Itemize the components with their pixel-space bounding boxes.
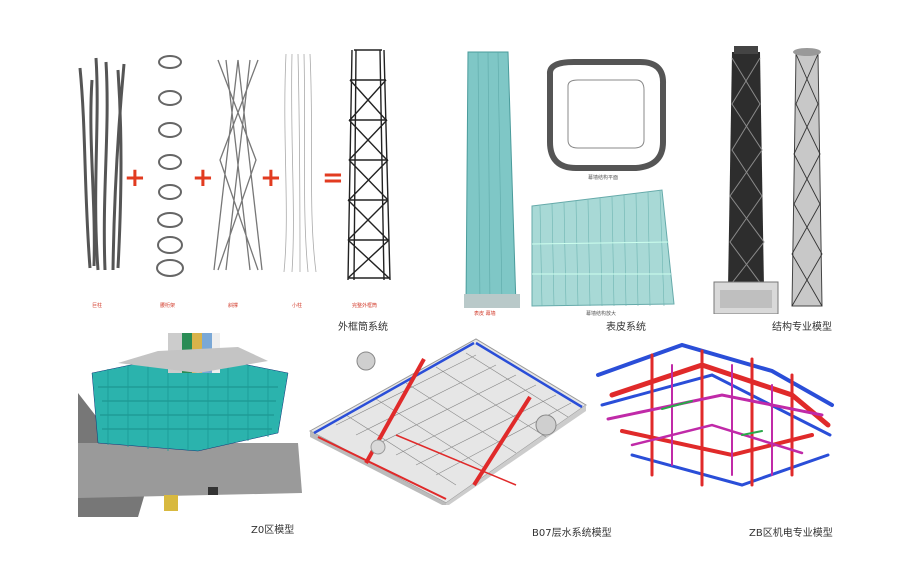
caption-b07-model: B07层水系统模型 — [532, 528, 612, 539]
caption-zb-model: ZB区机电专业模型 — [749, 528, 833, 539]
outer-frame-diagram — [78, 49, 391, 281]
label-mega-columns: 巨柱 — [92, 303, 103, 309]
equals-operator: = — [322, 163, 344, 193]
zb-mep-model — [596, 342, 834, 487]
caption-skin-system: 表皮系统 — [606, 322, 646, 333]
plus-operator-2: + — [192, 163, 214, 193]
b07-water-system-model — [308, 338, 587, 507]
zb-panel — [592, 335, 838, 493]
label-skin-curtain: 表皮 幕墙 — [474, 311, 496, 317]
complete-frame-illustration — [347, 49, 391, 281]
z0-model — [78, 333, 302, 517]
label-skin-plan: 幕墙结构平面 — [588, 175, 619, 181]
small-columns-illustration — [283, 53, 317, 273]
caption-structure: 结构专业模型 — [772, 322, 832, 333]
label-complete-frame: 完整外框筒 — [352, 303, 378, 309]
outer-frame-panel: + + + = 巨柱 腰桁架 斜撑 小柱 完整外框筒 — [78, 40, 398, 330]
caption-outer-frame: 外框筒系统 — [338, 322, 388, 333]
structure-diagram — [713, 46, 823, 315]
brace-illustration — [213, 59, 263, 271]
skin-panel: 表皮 幕墙 幕墙结构平面 幕墙结构放大 — [464, 44, 678, 318]
z0-panel — [78, 333, 302, 517]
label-braces: 斜撑 — [228, 303, 239, 309]
mega-columns-illustration — [78, 57, 126, 271]
plus-operator-1: + — [124, 163, 146, 193]
belt-truss-illustration — [156, 55, 184, 277]
skin-diagram — [464, 51, 675, 308]
plus-operator-3: + — [260, 163, 282, 193]
label-skin-detail: 幕墙结构放大 — [586, 311, 617, 317]
label-small-columns: 小柱 — [292, 303, 303, 309]
structure-panel — [712, 44, 836, 315]
caption-z0-model: Z0区模型 — [251, 525, 295, 536]
label-belt-truss: 腰桁架 — [160, 303, 176, 309]
b07-panel — [306, 335, 588, 507]
